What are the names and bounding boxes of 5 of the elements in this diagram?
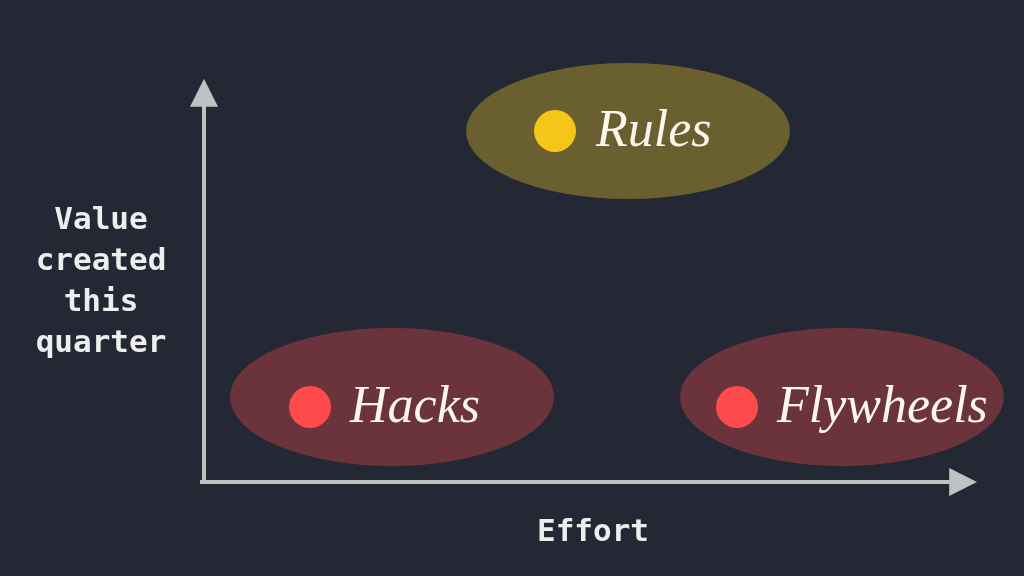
node-label: Hacks bbox=[350, 375, 480, 435]
node-label: Rules bbox=[596, 99, 712, 159]
axis-label: Effort bbox=[536, 511, 650, 550]
node-label: Flywheels bbox=[777, 375, 988, 435]
axis-label: Value created this quarter bbox=[34, 199, 168, 361]
